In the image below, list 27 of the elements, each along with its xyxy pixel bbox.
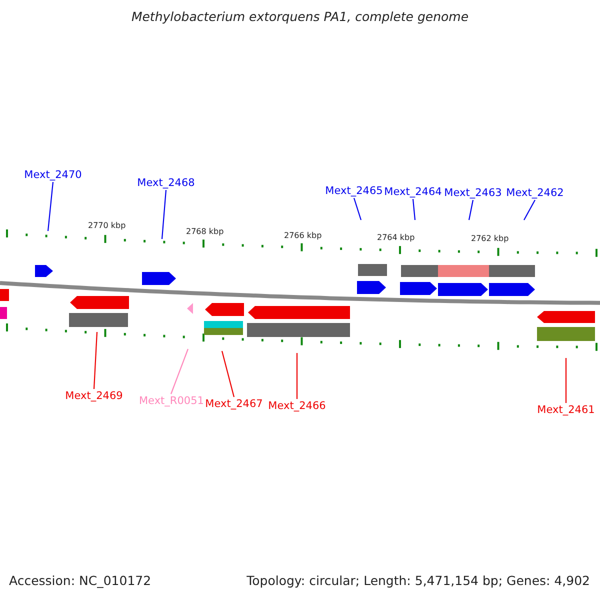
leader-line — [524, 200, 536, 220]
leader-line — [296, 353, 298, 399]
scale-label: 2770 kbp — [88, 220, 126, 232]
leader-line — [47, 182, 54, 232]
gene-label: Mext_2470 — [21, 169, 85, 181]
gene-label: Mext_2469 — [62, 390, 126, 402]
scale-label: 2766 kbp — [284, 230, 322, 242]
gene-label: Mext_2462 — [503, 187, 567, 199]
leader-line — [565, 358, 567, 403]
leader-line — [161, 190, 167, 240]
leader-line — [170, 348, 189, 394]
gene-label: Mext_2466 — [265, 400, 329, 412]
gene-label: Mext_2467 — [202, 398, 266, 410]
map-title: Methylobacterium extorquens PA1, complete genome — [130, 11, 470, 23]
gene-label: Mext_2468 — [134, 177, 198, 189]
genome-summary-note: Topology: circular; Length: 5,471,154 bp; Genes: 4,902 — [246, 575, 590, 587]
accession-note: Accession: NC_010172 — [9, 575, 152, 587]
gene-label: Mext_2461 — [534, 404, 598, 416]
leader-line — [93, 332, 98, 390]
leader-line — [468, 200, 474, 220]
scale-label: 2764 kbp — [377, 232, 415, 244]
scale-label: 2762 kbp — [471, 233, 509, 245]
scale-label: 2768 kbp — [186, 226, 224, 238]
gene-label: Mext_R0051 — [139, 395, 203, 407]
leader-line — [353, 198, 362, 220]
leader-line — [221, 350, 235, 398]
leader-line — [412, 198, 416, 220]
